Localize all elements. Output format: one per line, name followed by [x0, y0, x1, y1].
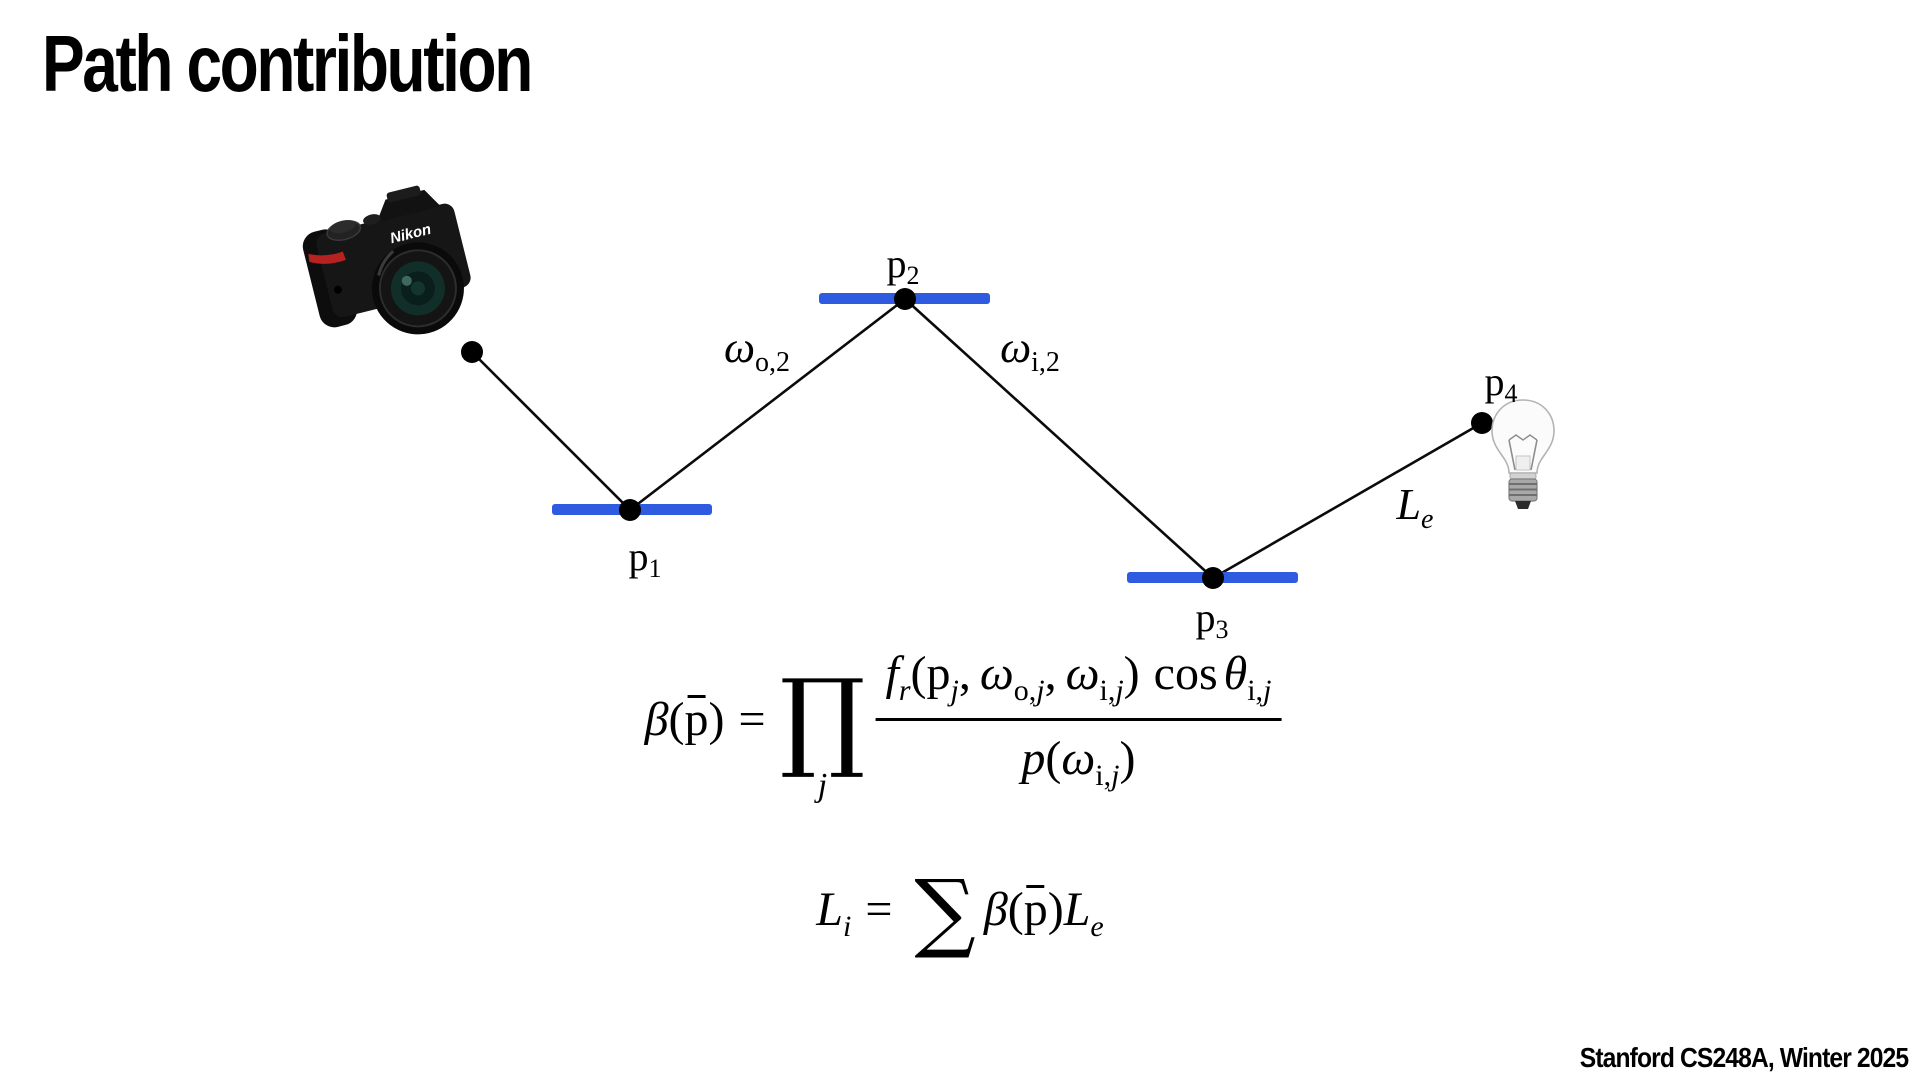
vertex-dot-p4 [1471, 412, 1493, 434]
vertex-label-p3: p3 [1196, 598, 1229, 643]
L-i-subscript: i [842, 909, 852, 943]
p-bar: p [1023, 882, 1048, 936]
omega-i2-base: ω [1000, 323, 1032, 372]
p4-base: p [1484, 359, 1505, 404]
p3-base: p [1195, 595, 1216, 640]
comma: , [958, 647, 971, 700]
dslr-camera-icon: Nikon [302, 185, 471, 335]
sum-symbol: ∑ [914, 862, 976, 962]
omega-i-sub: i, [1099, 674, 1116, 707]
p1-base: p [628, 534, 649, 579]
comma: , [1044, 647, 1057, 700]
omega-i: ω [1065, 647, 1100, 700]
lparen: ( [1007, 882, 1024, 936]
omega-i2-subscript: i,2 [1031, 347, 1060, 378]
cosine: cos [1153, 647, 1218, 700]
rparen: ) [1047, 882, 1064, 936]
p1-subscript: 1 [648, 554, 662, 583]
edge-label-omega-i2: ωi,2 [1000, 326, 1060, 377]
pdf-p: p [1021, 732, 1046, 785]
incident-radiance-formula: Li= ∑ β(p)Le [816, 862, 1104, 962]
li-lhs: Li = [816, 882, 906, 944]
beta-symbol: β [644, 693, 669, 746]
omega-i-sub-j: j [1115, 674, 1124, 707]
omega-o2-subscript: o,2 [755, 347, 791, 378]
fraction-denominator: p(ωi,j) [1021, 721, 1135, 793]
lparen: ( [1045, 732, 1062, 785]
omega-i-sub: i, [1095, 759, 1112, 792]
path-segment-p2-p3 [904, 298, 1214, 579]
brdf-f: f [885, 647, 899, 700]
path-segment-camera-p1 [471, 351, 631, 511]
brdf-r-subscript: r [898, 674, 911, 707]
sum-operator: ∑ [914, 862, 976, 962]
beta-lhs: β(p)= [645, 692, 780, 747]
product-operator: ∏ j [779, 657, 866, 804]
product-index: j [817, 766, 828, 804]
omega-o-sub: o, [1013, 674, 1037, 707]
p2-base: p [886, 241, 907, 286]
Le-base: L [1396, 480, 1422, 529]
path-segment-p1-p2 [629, 297, 906, 512]
theta: θ [1223, 647, 1248, 700]
omega-o2-base: ω [723, 323, 756, 372]
rparen: ) [708, 693, 725, 746]
vertex-label-p4: p4 [1485, 362, 1518, 407]
vertex-dot-p3 [1202, 567, 1224, 589]
equals-sign: = [738, 693, 766, 746]
omega-o-sub-j: j [1036, 674, 1045, 707]
equals-sign: = [865, 882, 893, 936]
course-footer: Stanford CS248A, Winter 2025 [1579, 1042, 1909, 1073]
p4-subscript: 4 [1504, 379, 1518, 408]
point-p: p [926, 647, 951, 700]
p2-subscript: 2 [906, 261, 920, 290]
vertex-label-p2: p2 [887, 244, 920, 289]
theta-sub: i, [1247, 674, 1264, 707]
Le-subscript: e [1090, 909, 1104, 943]
edge-label-Le: Le [1397, 483, 1434, 534]
light-bulb-icon [1491, 399, 1555, 509]
omega-o: ω [979, 647, 1014, 700]
omega-i: ω [1061, 732, 1096, 785]
point-p-subscript: j [950, 674, 959, 707]
omega-i-sub-j: j [1111, 759, 1120, 792]
p-bar: p [684, 693, 709, 746]
vertex-dot-p1 [619, 499, 641, 521]
lparen: ( [910, 647, 927, 700]
vertex-label-p1: p1 [629, 537, 662, 582]
rparen: ) [1119, 732, 1136, 785]
path-segment-p3-p4 [1212, 421, 1483, 580]
beta-symbol: β [983, 882, 1008, 936]
edge-label-omega-o2: ωo,2 [724, 326, 790, 377]
rparen: ) [1123, 647, 1140, 700]
theta-sub-j: j [1263, 674, 1272, 707]
product-symbol: ∏ [779, 657, 866, 783]
Le-symbol: L [1063, 882, 1091, 936]
vertex-dot-p2 [894, 288, 916, 310]
L-symbol: L [816, 882, 843, 936]
lparen: ( [668, 693, 685, 746]
vertex-dot-camera [461, 341, 483, 363]
slide-title: Path contribution [42, 19, 533, 108]
Le-subscript: e [1421, 504, 1434, 535]
p3-subscript: 3 [1215, 615, 1229, 644]
li-rhs: β(p)Le [984, 882, 1104, 944]
